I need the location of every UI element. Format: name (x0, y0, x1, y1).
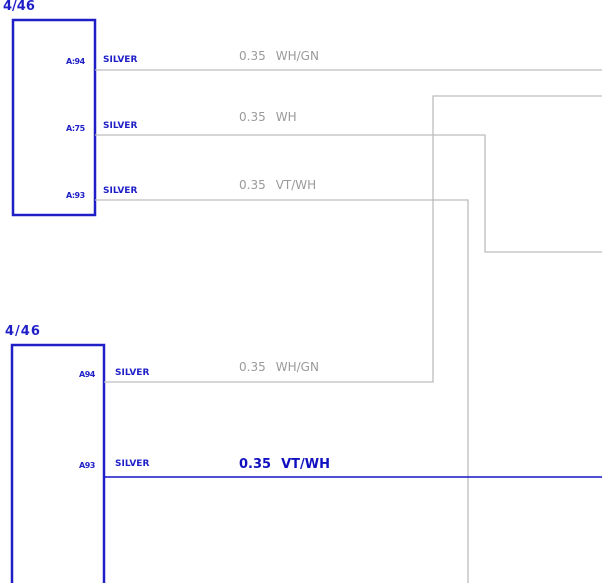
connector-1-pin-a75: A:75 (66, 124, 85, 133)
connector-1-title: 4/46 (3, 0, 35, 14)
connector-1-pin-a94-color: SILVER (103, 55, 138, 65)
connector-2-box[interactable] (10, 343, 106, 583)
connector-2-pin-a94: A94 (79, 370, 95, 379)
connector-2-pin-a94-color: SILVER (115, 368, 150, 378)
wire-wh[interactable] (95, 134, 602, 253)
wire-vt-wh-top[interactable] (95, 199, 469, 583)
connector-1-box[interactable] (11, 18, 97, 217)
connector-2-title: 4/46 (5, 324, 41, 339)
connector-1-pin-a93-color: SILVER (103, 186, 138, 196)
connector-2-pin-a93-color: SILVER (115, 459, 150, 469)
connector-2-pin-a93: A93 (79, 461, 95, 470)
connector-1-pin-a75-color: SILVER (103, 121, 138, 131)
connector-1-pin-a94: A:94 (66, 57, 85, 66)
connector-1-pin-a93: A:93 (66, 191, 85, 200)
wire-wh-gn-loop[interactable] (104, 95, 602, 383)
